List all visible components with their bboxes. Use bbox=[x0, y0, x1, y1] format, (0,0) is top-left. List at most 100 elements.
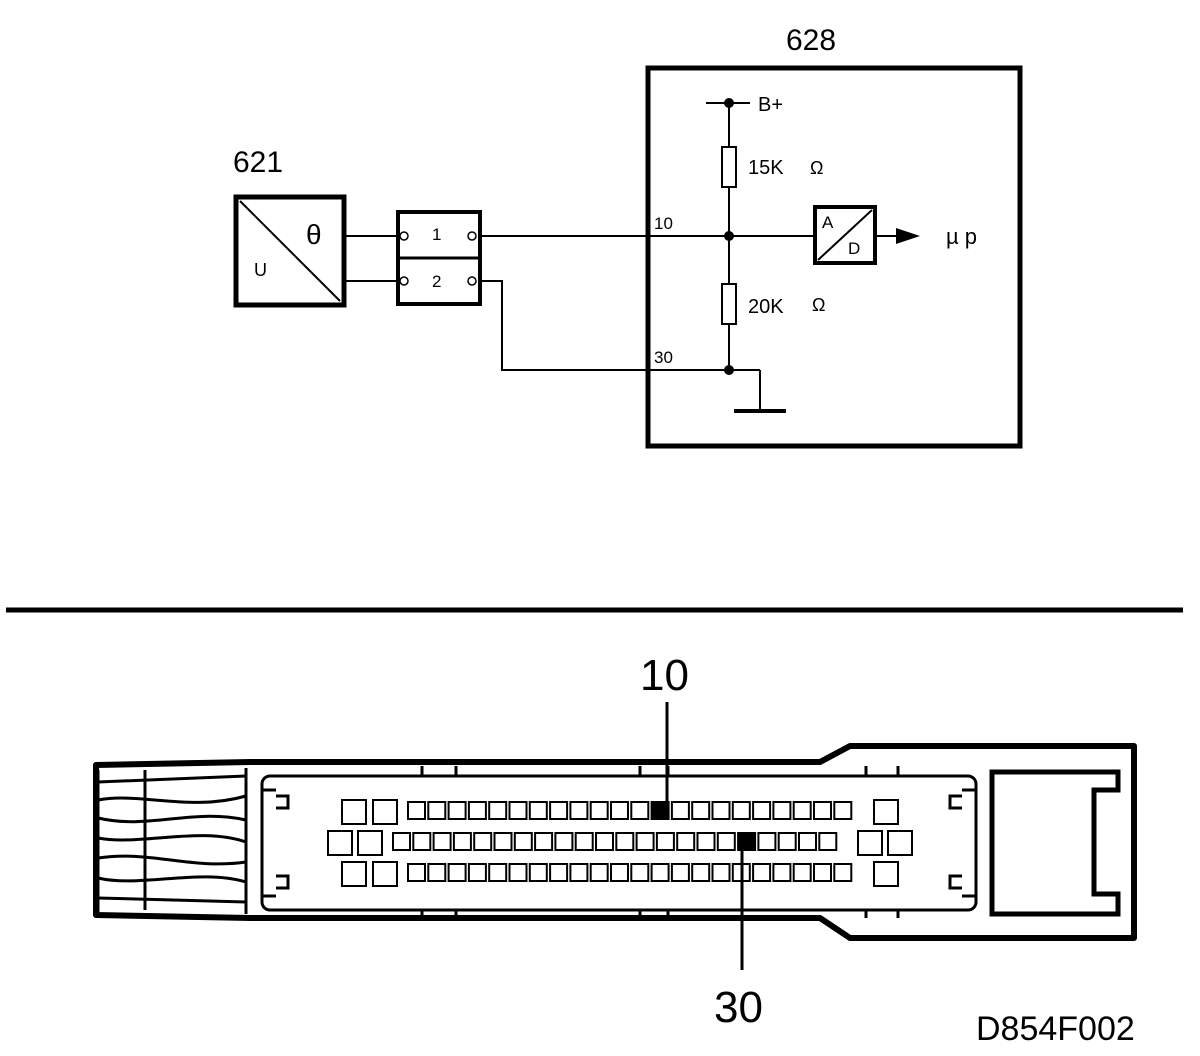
sensor-diagonal bbox=[239, 200, 341, 302]
pin-cavity bbox=[447, 801, 467, 820]
pin-grid bbox=[327, 799, 913, 887]
pin-cavity-large bbox=[341, 861, 367, 887]
resistor-20k-label: 20K bbox=[748, 296, 784, 318]
pin-cavity-large bbox=[327, 830, 353, 856]
pin-cavity-large bbox=[857, 830, 883, 856]
pin-cavity bbox=[488, 801, 508, 820]
resistor-15k-label: 15K bbox=[748, 157, 784, 179]
connector-ribs bbox=[420, 766, 900, 918]
pin-cavity bbox=[610, 863, 629, 882]
sensor-box bbox=[233, 194, 347, 308]
pin-cavity-large bbox=[887, 830, 913, 856]
adc-a-label: A bbox=[822, 213, 834, 232]
pin-cavity bbox=[757, 832, 777, 851]
connector-contact-2b bbox=[467, 276, 477, 286]
pin-cavity bbox=[549, 801, 569, 820]
pin-cavity bbox=[427, 863, 447, 882]
ground-wire bbox=[480, 280, 729, 371]
pin-cavity bbox=[670, 801, 690, 820]
right-latch bbox=[962, 788, 978, 898]
connector-contact-2a bbox=[399, 276, 409, 286]
pin-cavity bbox=[731, 801, 751, 820]
pin-cavity bbox=[589, 863, 609, 882]
pin-cavity bbox=[772, 801, 792, 820]
pin-cavity bbox=[432, 832, 452, 851]
pin-cavity bbox=[615, 832, 635, 851]
pin-cavity bbox=[691, 863, 711, 882]
pin-cavity bbox=[813, 801, 832, 820]
pin-cavity bbox=[635, 832, 655, 851]
pin-cavity bbox=[513, 832, 533, 851]
pin-cavity bbox=[711, 863, 731, 882]
pin-cavity bbox=[528, 863, 548, 882]
pin-cavity bbox=[792, 863, 812, 882]
pin-cavity bbox=[595, 832, 614, 851]
pin-cavity bbox=[407, 863, 426, 882]
pin-cavity bbox=[630, 863, 650, 882]
pin-cavity bbox=[711, 801, 731, 820]
pin-cavity bbox=[752, 863, 772, 882]
pin-cavity bbox=[691, 801, 711, 820]
connector-contact-1a bbox=[399, 231, 409, 241]
pin-cavity bbox=[508, 863, 528, 882]
pin-cavity bbox=[650, 863, 670, 882]
pin-cavity bbox=[574, 832, 594, 851]
pin-cavity bbox=[467, 801, 487, 820]
pin-cavity bbox=[696, 832, 716, 851]
adc-d-label: D bbox=[848, 239, 860, 258]
adc-diagonal bbox=[817, 209, 873, 261]
left-latch bbox=[260, 788, 276, 898]
pin-cavity bbox=[655, 832, 675, 851]
pin-cavity bbox=[676, 832, 696, 851]
pin-cavity bbox=[452, 832, 472, 851]
pin-cavity bbox=[777, 832, 797, 851]
pin-cavity bbox=[528, 801, 548, 820]
pin-cavity-large bbox=[372, 861, 398, 887]
pin-cavity bbox=[813, 863, 832, 882]
harness-pin-30-label: 30 bbox=[714, 983, 763, 1032]
pin-cavity bbox=[798, 832, 817, 851]
pin-cavity bbox=[630, 801, 650, 820]
resistor-20k bbox=[721, 283, 737, 325]
wire-bundle bbox=[96, 768, 248, 914]
connector-mouth bbox=[989, 769, 1121, 917]
pin-cavity bbox=[473, 832, 493, 851]
pin-cavity-large bbox=[372, 799, 398, 825]
ecu-id-label: 628 bbox=[786, 24, 836, 57]
connector-pin-2-label: 2 bbox=[432, 272, 441, 291]
pin-cavity-large bbox=[873, 861, 899, 887]
pin-cavity bbox=[427, 801, 447, 820]
ecu-box bbox=[645, 65, 1023, 449]
pin-cavity bbox=[447, 863, 467, 882]
connector-shell bbox=[93, 743, 1137, 941]
ecu-harness-connector bbox=[93, 702, 1137, 970]
pin-cavity bbox=[554, 832, 574, 851]
connector: 1 2 bbox=[396, 210, 482, 306]
pin-cavity bbox=[392, 832, 411, 851]
harness-pin-10-label: 10 bbox=[640, 651, 689, 700]
pin-cavity bbox=[407, 801, 426, 820]
sensor-id-label: 621 bbox=[233, 146, 283, 179]
pin-cavity-10 bbox=[650, 801, 670, 820]
adc-output-arrow bbox=[896, 228, 920, 244]
ecu-pin-30-label: 30 bbox=[654, 348, 673, 367]
pin-cavity bbox=[818, 832, 838, 851]
pin-cavity bbox=[534, 832, 554, 851]
ecu-pin-10-label: 10 bbox=[654, 214, 673, 233]
sensor-temperature-symbol: θ bbox=[306, 219, 322, 250]
pin-cavity bbox=[716, 832, 736, 851]
pin-cavity bbox=[772, 863, 792, 882]
pin-cavity bbox=[833, 863, 853, 882]
pin-cavity bbox=[508, 801, 528, 820]
pin-cavity-large bbox=[357, 830, 383, 856]
resistor-20k-ohm: Ω bbox=[812, 295, 825, 315]
connector-contact-1b bbox=[467, 231, 477, 241]
pin-cavity bbox=[569, 801, 589, 820]
pin-cavity bbox=[589, 801, 609, 820]
pin-cavity bbox=[833, 801, 853, 820]
pin-cavity bbox=[493, 832, 513, 851]
side-notches bbox=[276, 794, 962, 890]
pin-cavity bbox=[549, 863, 569, 882]
sensor-voltage-label: U bbox=[254, 260, 267, 280]
